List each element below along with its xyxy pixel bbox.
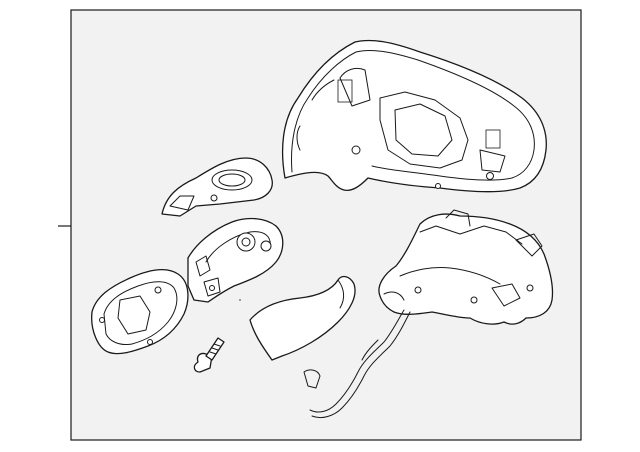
screw[interactable] <box>193 337 225 373</box>
outer-housing-cover[interactable] <box>281 39 547 193</box>
wiring-harness[interactable] <box>303 309 411 419</box>
mirror-glass-holder[interactable] <box>187 217 284 303</box>
side-cover[interactable] <box>249 275 356 361</box>
mirror-motor-assembly[interactable] <box>378 209 554 325</box>
glass-backing-plate[interactable] <box>91 268 189 355</box>
base-cover[interactable] <box>161 157 273 217</box>
debris-dot <box>239 299 241 301</box>
